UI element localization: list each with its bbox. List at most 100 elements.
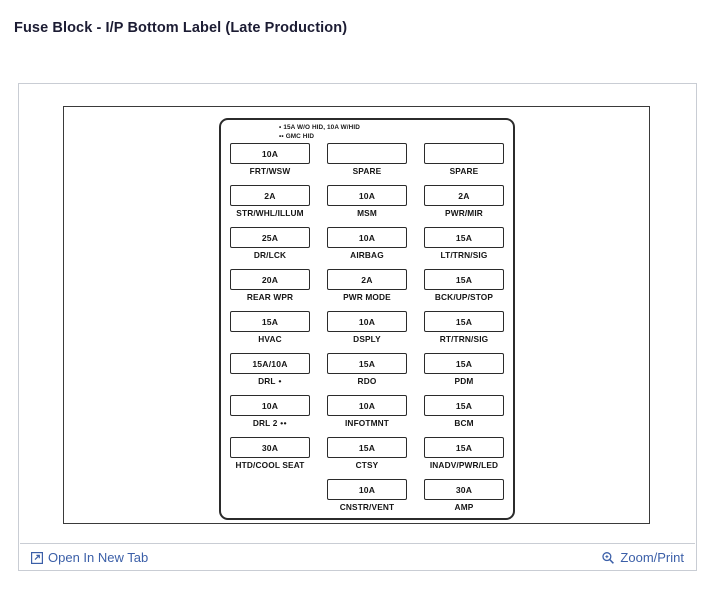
- legend-text: GMC HID: [285, 133, 315, 140]
- open-in-new-tab-label: Open In New Tab: [48, 550, 149, 565]
- fuse-circuit-name: PWR/MIR: [445, 208, 483, 218]
- fuse-cell: SPARE: [421, 143, 507, 185]
- fuse-circuit-label: INADV/PWR/LED: [430, 460, 498, 470]
- zoom-print-link[interactable]: Zoom/Print: [601, 550, 684, 565]
- fuse-circuit-name: DRL 2: [252, 418, 278, 428]
- fuse-circuit-name: CNSTR/VENT: [339, 502, 395, 512]
- fuse-circuit-label: DR/LCK: [254, 250, 286, 260]
- fuse-amperage-box: 15A: [424, 437, 504, 458]
- fuse-cell: 15A BCM: [421, 395, 507, 437]
- fuse-cell: 10A CNSTR/VENT: [324, 479, 410, 521]
- fuse-circuit-label: DRL 2 ••: [253, 418, 287, 428]
- fuse-circuit-label: RT/TRN/SIG: [440, 334, 489, 344]
- legend-text: 15A W/O HID, 10A W/HID: [283, 124, 360, 131]
- fuse-circuit-name: AMP: [454, 502, 474, 512]
- fuse-circuit-name: MSM: [357, 208, 377, 218]
- fuse-amperage-box: 15A: [424, 311, 504, 332]
- fuse-circuit-name: INADV/PWR/LED: [429, 460, 499, 470]
- fuse-footnote-dot-icon: ••: [277, 418, 288, 428]
- fuse-cell: 15A HVAC: [227, 311, 313, 353]
- fuse-amperage-box: [424, 143, 504, 164]
- fuse-amperage-box: 2A: [327, 269, 407, 290]
- fuse-cell: 10A DRL 2 ••: [227, 395, 313, 437]
- fuse-circuit-name: HTD/COOL SEAT: [235, 460, 305, 470]
- fuse-amperage-box: 15A/10A: [230, 353, 310, 374]
- open-in-new-tab-link[interactable]: Open In New Tab: [31, 550, 148, 565]
- magnifier-plus-icon: [601, 551, 615, 565]
- fuse-cell: 10A DSPLY: [324, 311, 410, 353]
- page-title: Fuse Block - I/P Bottom Label (Late Prod…: [14, 20, 348, 36]
- fuse-cell: 15A CTSY: [324, 437, 410, 479]
- fuse-circuit-label: SPARE: [450, 166, 479, 176]
- fuse-circuit-label: AIRBAG: [350, 250, 384, 260]
- fuse-circuit-label: REAR WPR: [247, 292, 293, 302]
- fuse-circuit-label: BCK/UP/STOP: [435, 292, 493, 302]
- fuse-amperage-box: 10A: [327, 311, 407, 332]
- fuse-circuit-label: HVAC: [258, 334, 282, 344]
- fuse-circuit-name: BCK/UP/STOP: [434, 292, 494, 302]
- fuse-cell: 15A/10A DRL •: [227, 353, 313, 395]
- fuse-circuit-label: PWR/MIR: [445, 208, 483, 218]
- legend-dot-icon: ••: [279, 133, 284, 140]
- footer-toolbar: Open In New Tab Zoom/Print: [19, 544, 696, 571]
- fuse-cell: 15A INADV/PWR/LED: [421, 437, 507, 479]
- fuse-circuit-label: STR/WHL/ILLUM: [236, 208, 303, 218]
- fuse-amperage-box: 10A: [230, 143, 310, 164]
- fuse-amperage-box: 15A: [424, 227, 504, 248]
- legend-line: ••GMC HID: [279, 132, 479, 141]
- fuse-circuit-name: AIRBAG: [350, 250, 384, 260]
- fuse-circuit-name: HVAC: [258, 334, 282, 344]
- fuse-amperage-box: 15A: [327, 353, 407, 374]
- fuse-circuit-name: BCM: [454, 418, 474, 428]
- fuse-circuit-name: SPARE: [352, 166, 382, 176]
- fuse-circuit-name: REAR WPR: [246, 292, 294, 302]
- fuse-footnote-dot-icon: •: [275, 376, 282, 386]
- fuse-circuit-label: DSPLY: [353, 334, 381, 344]
- fuse-circuit-name: RT/TRN/SIG: [439, 334, 489, 344]
- fuse-cell: 15A RT/TRN/SIG: [421, 311, 507, 353]
- fuse-circuit-name: RDO: [357, 376, 377, 386]
- fuse-amperage-box: 15A: [230, 311, 310, 332]
- fuse-cell: 15A RDO: [324, 353, 410, 395]
- fuse-amperage-box: [327, 143, 407, 164]
- fuse-amperage-box: 15A: [424, 353, 504, 374]
- fuse-circuit-label: PWR MODE: [343, 292, 391, 302]
- fuse-circuit-label: DRL •: [258, 376, 282, 386]
- fuse-amperage-box: 15A: [424, 395, 504, 416]
- fuse-circuit-name: DRL: [258, 376, 276, 386]
- fuse-amperage-box: 10A: [230, 395, 310, 416]
- footer-divider: [20, 543, 695, 544]
- legend: •15A W/O HID, 10A W/HID••GMC HID: [279, 123, 479, 141]
- fuse-circuit-label: RDO: [358, 376, 377, 386]
- fuse-circuit-label: AMP: [455, 502, 474, 512]
- fuse-circuit-label: PDM: [455, 376, 474, 386]
- fuse-circuit-name: STR/WHL/ILLUM: [236, 208, 304, 218]
- fuse-circuit-name: PWR MODE: [343, 292, 391, 302]
- legend-dot-icon: •: [279, 124, 282, 131]
- fuse-amperage-box: 10A: [327, 479, 407, 500]
- external-link-icon: [31, 551, 43, 564]
- fuse-circuit-name: INFOTMNT: [344, 418, 390, 428]
- fuse-circuit-label: SPARE: [353, 166, 382, 176]
- fuse-cell: SPARE: [324, 143, 410, 185]
- fuse-circuit-name: SPARE: [449, 166, 479, 176]
- fuse-circuit-label: CTSY: [356, 460, 379, 470]
- fuse-amperage-box: 15A: [327, 437, 407, 458]
- fuse-circuit-label: HTD/COOL SEAT: [236, 460, 305, 470]
- fuse-circuit-label: CNSTR/VENT: [340, 502, 395, 512]
- fuse-circuit-name: DSPLY: [353, 334, 381, 344]
